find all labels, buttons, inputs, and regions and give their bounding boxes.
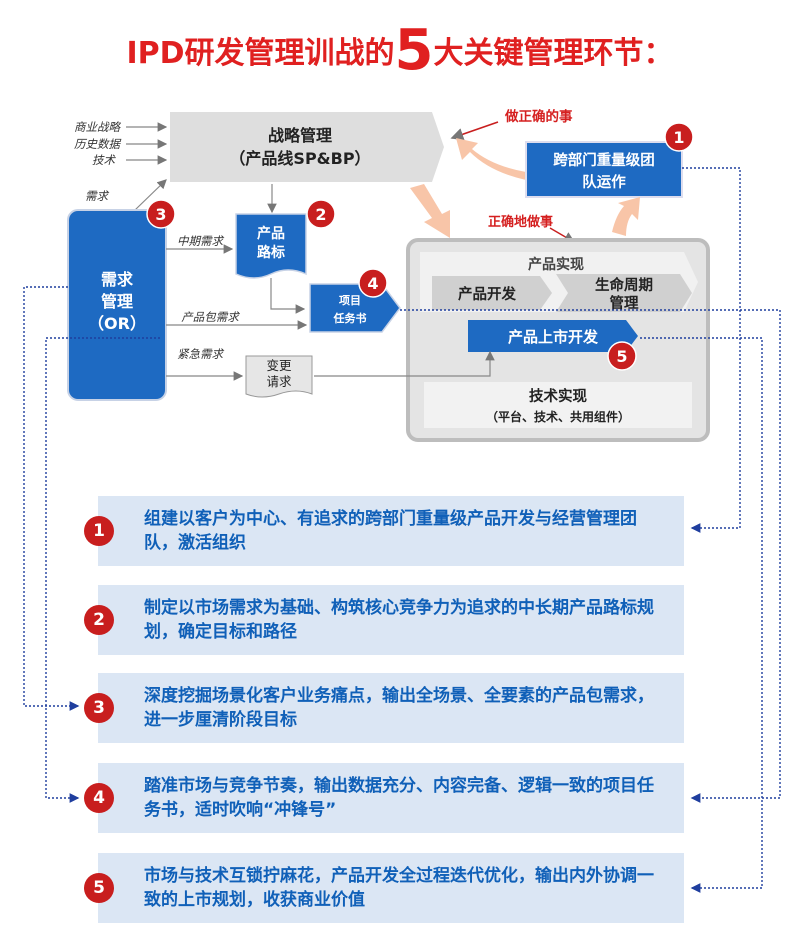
connector-4-left: [45, 337, 160, 803]
marker-4-text: 4: [367, 274, 378, 293]
marker-2-text: 2: [315, 205, 326, 224]
task-book-line2: 任务书: [333, 311, 367, 325]
page-title: IPD研发管理训战的5大关键管理环节：: [0, 18, 800, 83]
demand-management-box: [67, 209, 167, 401]
strategy-title: 战略管理: [268, 126, 332, 145]
task-book-line1: 项目: [339, 294, 361, 307]
do-right-thing-label: 做正确的事: [504, 108, 573, 125]
key-point-card-5: 5 市场与技术互锁拧麻花，产品开发全过程迭代优化，输出内外协调一致的上市规划，收…: [84, 853, 684, 923]
input-label-history-data: 历史数据: [74, 137, 121, 151]
marker-3: 3: [146, 199, 176, 229]
demand-arrow: [134, 179, 167, 211]
tech-realization-box: [424, 382, 692, 428]
launch-dev-chevron: [468, 320, 638, 352]
connector-5: [640, 337, 763, 893]
team-line2: 队运作: [582, 173, 626, 191]
launch-dev-label: 产品上市开发: [508, 328, 599, 346]
demand-mgmt-line1: 需求: [101, 270, 134, 289]
down-arrow-to-realization: [410, 184, 450, 238]
card-number-badge: 1: [84, 516, 114, 546]
change-request-doc: [245, 355, 313, 398]
card-text: 组建以客户为中心、有追求的跨部门重量级产品开发与经营管理团队，激活组织: [144, 509, 637, 553]
demand-mgmt-line3: （OR）: [88, 314, 146, 333]
up-arrow-to-team: [612, 197, 640, 236]
marker-1-text: 1: [673, 128, 684, 147]
card-text: 市场与技术互锁拧麻花，产品开发全过程迭代优化，输出内外协调一致的上市规划，收获商…: [144, 866, 654, 910]
demand-label: 需求: [85, 189, 109, 203]
cross-dept-team-box: [525, 141, 683, 198]
roadmap-to-taskbook-arrow: [270, 278, 306, 314]
card-text: 深度挖掘场景化客户业务痛点，输出全场景、全要素的产品包需求，进一步厘清阶段目标: [144, 686, 654, 730]
roadmap-line1: 产品: [257, 225, 285, 242]
package-demand-label: 产品包需求: [181, 310, 240, 324]
change-request-line2: 请求: [266, 374, 292, 389]
lifecycle-line1: 生命周期: [595, 276, 653, 294]
marker-3-text: 3: [155, 205, 166, 224]
title-number: 5: [394, 18, 434, 83]
change-to-launch-arrow: [314, 350, 495, 377]
card-number-badge: 3: [84, 693, 114, 723]
marker-5-text: 5: [616, 347, 627, 366]
input-label-business-strategy: 商业战略: [74, 120, 121, 134]
team-line1: 跨部门重量级团: [553, 151, 655, 169]
strategy-subtitle: （产品线SP&BP）: [229, 149, 370, 168]
mid-demand-label: 中期需求: [177, 234, 224, 248]
title-suffix: 大关键管理环节：: [433, 36, 674, 71]
connector-4-right: [400, 309, 781, 803]
roadmap-line2: 路标: [257, 244, 285, 261]
realization-title: 产品实现: [528, 256, 584, 273]
do-right-arrow: [450, 121, 499, 141]
do-right-way-label: 正确地做事: [488, 214, 553, 230]
card-text: 制定以市场需求为基础、构筑核心竞争力为追求的中长期产品路标规划，确定目标和路径: [144, 598, 654, 642]
connector-1: [682, 167, 741, 533]
marker-5: 5: [607, 341, 637, 371]
feedback-curved-arrow: [456, 138, 526, 180]
card-text: 踏准市场与竞争节奏，输出数据充分、内容完备、逻辑一致的项目任务书，适时吹响“冲锋…: [144, 776, 654, 820]
strategy-management-box: [170, 112, 444, 182]
card-number-badge: 4: [84, 783, 114, 813]
key-point-card-2: 2 制定以市场需求为基础、构筑核心竞争力为追求的中长期产品路标规划，确定目标和路…: [84, 585, 684, 655]
key-point-card-3: 3 深度挖掘场景化客户业务痛点，输出全场景、全要素的产品包需求，进一步厘清阶段目…: [84, 673, 684, 743]
marker-1: 1: [664, 122, 694, 152]
key-point-card-1: 1 组建以客户为中心、有追求的跨部门重量级产品开发与经营管理团队，激活组织: [84, 496, 684, 566]
card-number-badge: 2: [84, 605, 114, 635]
urgent-demand-label: 紧急需求: [177, 347, 224, 361]
demand-mgmt-line2: 管理: [101, 292, 133, 311]
product-dev-label: 产品开发: [458, 285, 516, 303]
connector-3: [23, 286, 80, 711]
card-number-badge: 5: [84, 873, 114, 903]
tech-line2: （平台、技术、共用组件）: [486, 409, 630, 424]
key-point-card-4: 4 踏准市场与竞争节奏，输出数据充分、内容完备、逻辑一致的项目任务书，适时吹响“…: [84, 763, 684, 833]
title-prefix: IPD研发管理训战的: [126, 36, 395, 71]
tech-line1: 技术实现: [529, 387, 587, 405]
marker-2: 2: [306, 199, 336, 229]
lifecycle-line2: 管理: [610, 294, 639, 312]
change-request-line1: 变更: [266, 358, 292, 373]
roadmap-doc: [235, 213, 307, 279]
input-label-technology: 技术: [92, 153, 116, 167]
marker-4: 4: [358, 268, 388, 298]
lifecycle-chevron: [556, 274, 692, 312]
product-dev-chevron: [432, 276, 552, 310]
